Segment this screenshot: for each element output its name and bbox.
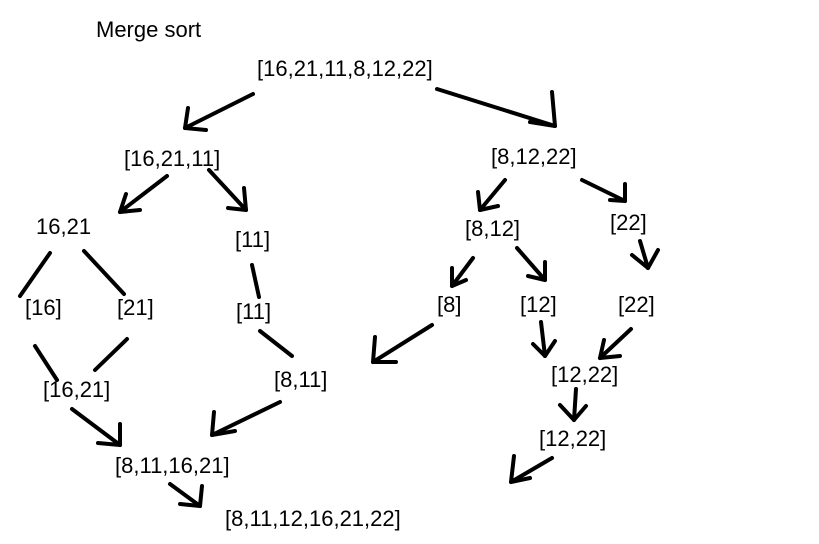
arrowhead xyxy=(558,403,588,422)
arrowhead xyxy=(118,192,142,214)
line-16-21-to-16 xyxy=(18,251,52,298)
line-16-to-16-21 xyxy=(33,344,59,382)
node-right-half: [8,12,22] xyxy=(491,144,577,169)
arrow-merged-to-result xyxy=(168,482,202,508)
node-8-11-16-21: [8,11,16,21] xyxy=(115,453,230,478)
line-11-to-8-11 xyxy=(258,329,294,358)
arrow-right-to-8-12 xyxy=(478,178,507,212)
arrowhead xyxy=(183,106,208,132)
arrowhead xyxy=(528,90,557,128)
arrowhead xyxy=(450,266,468,288)
node-21: [21] xyxy=(117,295,154,320)
node-11-b: [11] xyxy=(236,299,272,324)
arrowhead xyxy=(210,410,237,437)
line-11-to-11 xyxy=(250,263,261,299)
node-8-11: [8,11] xyxy=(274,367,328,392)
arrow-12-to-12-22 xyxy=(539,320,547,358)
node-8-12: [8,12] xyxy=(465,216,521,241)
arrowhead xyxy=(630,248,660,270)
arrowhead xyxy=(526,260,547,282)
diagram-title: Merge sort xyxy=(96,17,202,42)
arrowhead xyxy=(476,190,500,212)
node-11: [11] xyxy=(235,227,271,252)
arrow-left-to-11 xyxy=(207,168,248,212)
arrow-8-11-to-merged xyxy=(210,400,282,437)
arrow-right-to-22 xyxy=(580,178,627,203)
arrow-16-21-to-merged xyxy=(70,407,122,447)
arrowhead xyxy=(608,182,627,203)
arrowhead xyxy=(598,338,622,360)
arrowhead xyxy=(96,422,122,447)
node-16: [16] xyxy=(25,295,62,320)
arrow-8-to-merge xyxy=(371,323,434,364)
node-12-22-b: [12,22] xyxy=(539,426,607,451)
node-12-22: [12,22] xyxy=(551,362,619,387)
arrowhead xyxy=(226,186,248,212)
node-root: [16,21,11,8,12,22] xyxy=(257,56,433,81)
node-22: [22] xyxy=(610,210,647,235)
arrow-left-to-16-21 xyxy=(118,174,169,214)
arrow-12-22-to-12-22 xyxy=(572,387,578,422)
node-left-half: [16,21,11] xyxy=(124,146,221,171)
arrowhead xyxy=(371,335,398,364)
arrow-root-to-right xyxy=(435,87,557,128)
arrowhead xyxy=(509,454,532,484)
node-16-21: 16,21 xyxy=(36,214,92,239)
arrowhead xyxy=(531,339,557,358)
arrow-8-12-to-8 xyxy=(450,256,475,288)
arrow-root-to-left xyxy=(183,92,255,130)
node-16-21-merged: [16,21] xyxy=(43,377,111,402)
line-21-to-16-21 xyxy=(93,337,129,372)
node-12: [12] xyxy=(520,292,557,317)
line-16-21-to-21 xyxy=(82,249,126,296)
arrow-8-12-to-12 xyxy=(515,246,547,282)
arrowhead xyxy=(178,484,204,508)
node-8: [8] xyxy=(437,292,462,317)
node-result: [8,11,12,16,21,22] xyxy=(225,506,401,531)
arrow-22-to-12-22 xyxy=(598,327,633,360)
arrow-12-22-to-result xyxy=(509,456,554,484)
arrow-22-to-22 xyxy=(638,239,650,270)
node-22-b: [22] xyxy=(618,292,655,317)
